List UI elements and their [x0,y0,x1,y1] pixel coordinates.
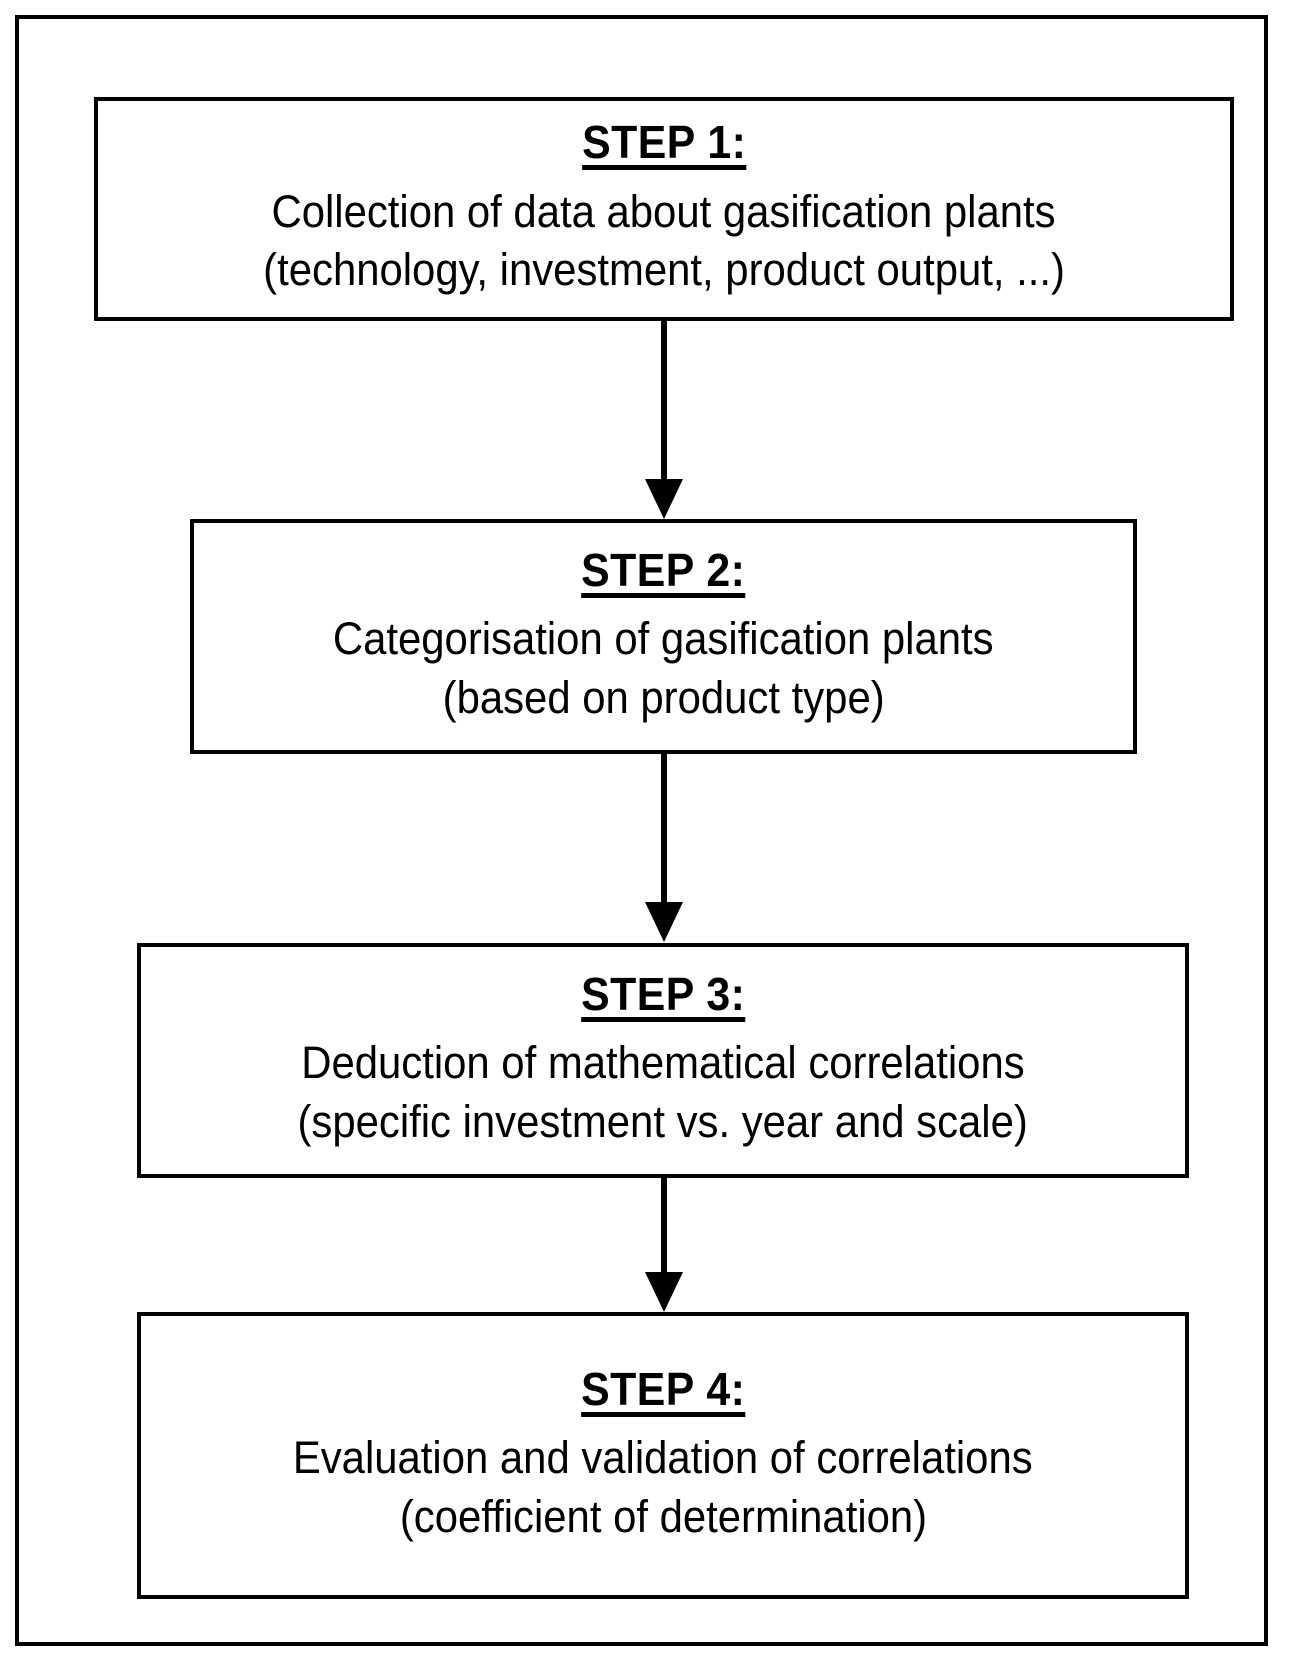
step-1-line-2: (technology, investment, product output,… [263,244,1065,296]
step-3-line-1: Deduction of mathematical correlations [301,1037,1025,1089]
step-1-line-1: Collection of data about gasification pl… [271,185,1057,237]
step-4-line-1: Evaluation and validation of correlation… [293,1432,1033,1484]
flow-box-step-1: STEP 1: Collection of data about gasific… [94,97,1234,321]
arrow-stem [661,1178,667,1274]
flow-box-step-4: STEP 4: Evaluation and validation of cor… [137,1312,1189,1599]
step-3-line-2: (specific investment vs. year and scale) [297,1095,1029,1147]
flow-box-step-2: STEP 2: Categorisation of gasification p… [190,519,1137,754]
arrow-stem [661,754,667,904]
step-2-line-2: (based on product type) [442,671,885,723]
step-3-title: STEP 3: [580,967,746,1020]
down-arrow-icon [645,1272,683,1312]
step-4-title: STEP 4: [580,1362,746,1415]
flow-box-step-3: STEP 3: Deduction of mathematical correl… [137,943,1189,1178]
down-arrow-icon [645,902,683,942]
step-1-title: STEP 1: [581,116,747,169]
step-4-line-2: (coefficient of determination) [399,1490,927,1542]
step-2-title: STEP 2: [581,543,746,596]
step-2-line-1: Categorisation of gasification plants [333,613,994,665]
diagram-outer-frame: STEP 1: Collection of data about gasific… [15,15,1268,1646]
arrow-stem [661,321,667,481]
down-arrow-icon [645,479,683,519]
